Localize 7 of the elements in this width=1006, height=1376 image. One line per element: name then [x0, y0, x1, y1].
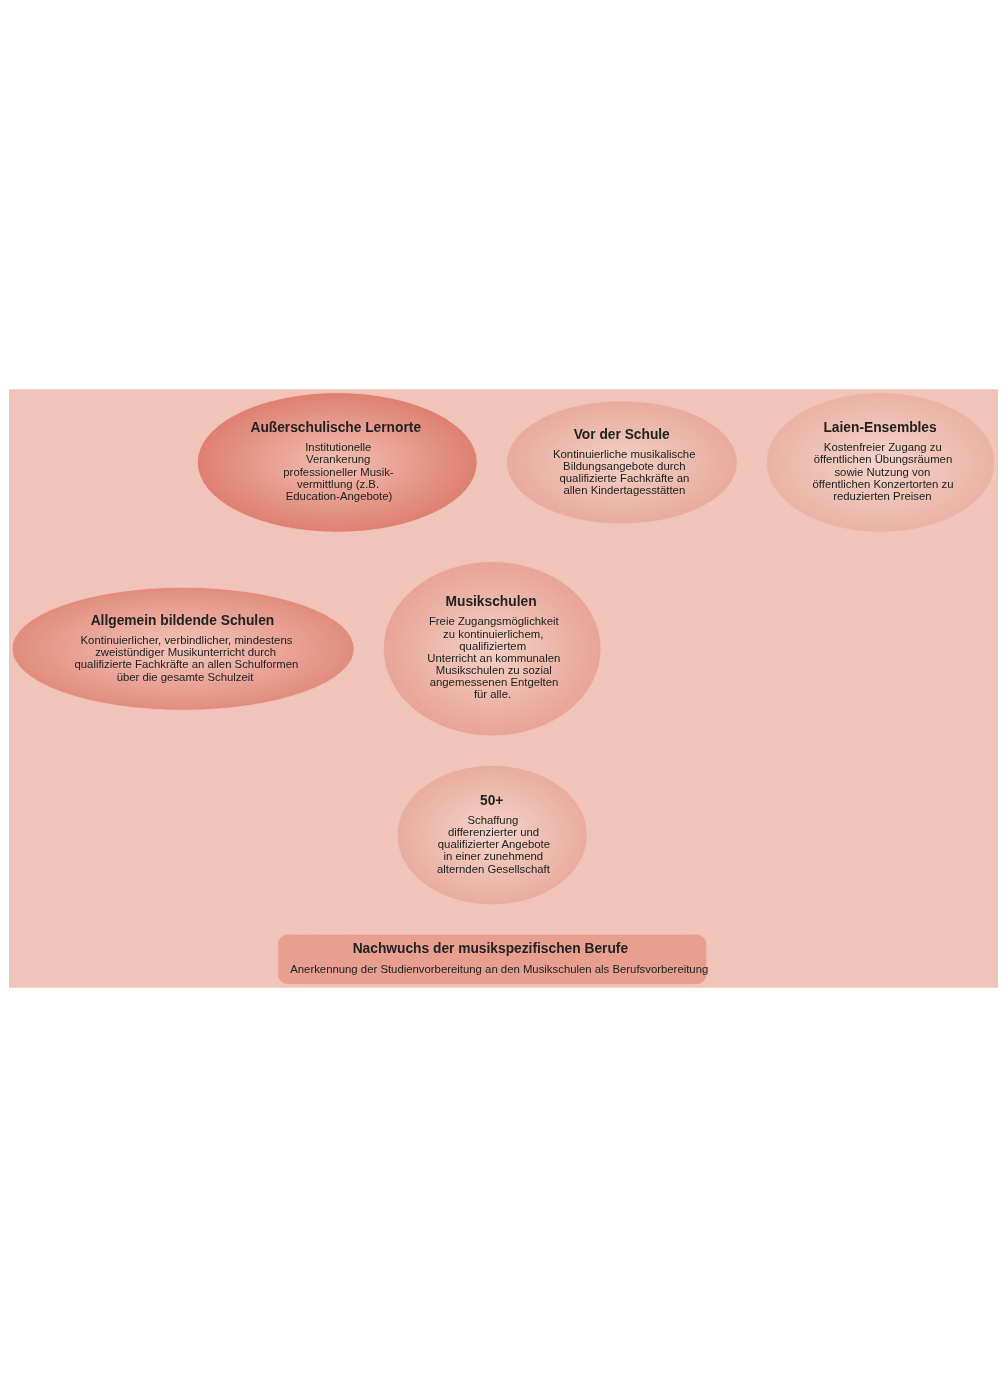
- node-ellipse: Laien-Ensembles Kostenfreier Zugang zu öffentlichen Übungsräumen sowie Nutzung von öffentlichen Konzertorten zu reduzierten Preisen: [765, 391, 995, 533]
- node-box: Nachwuchs der musikspezifischen Berufe Anerkennung der Studienvorbereitung an den Musikschulen als Berufsvorbereitung: [276, 933, 707, 985]
- node-ellipse: Allgemein bildende Schulen Kontinuierlicher, verbindlicher, mindestens zweistündiger Musikunterricht durch qualifizierte Fachkräfte an allen Schulformen über die gesamte Schulzeit: [11, 586, 355, 711]
- node-ellipse: Außerschulische Lernorte Institutionelle Verankerung professioneller Musik-vermittlung (z.B. Education-Angebote): [196, 391, 478, 533]
- node-ellipse: Musikschulen Freie Zugangsmöglichkeit zu kontinuierlichem, qualifiziertem Unterricht an kommunalen Musikschulen zu sozial angemessenen Entgelten für alle.: [382, 560, 601, 736]
- node-ellipse: Vor der Schule Kontinuierliche musikalische Bildungsangebote durch qualifizierte Fachkräfte an allen Kindertagesstätten: [505, 400, 738, 524]
- node-ellipse: 50+ Schaffung differenzierter und qualifizierter Angebote in einer zunehmend alternden Gesellschaft: [396, 764, 588, 905]
